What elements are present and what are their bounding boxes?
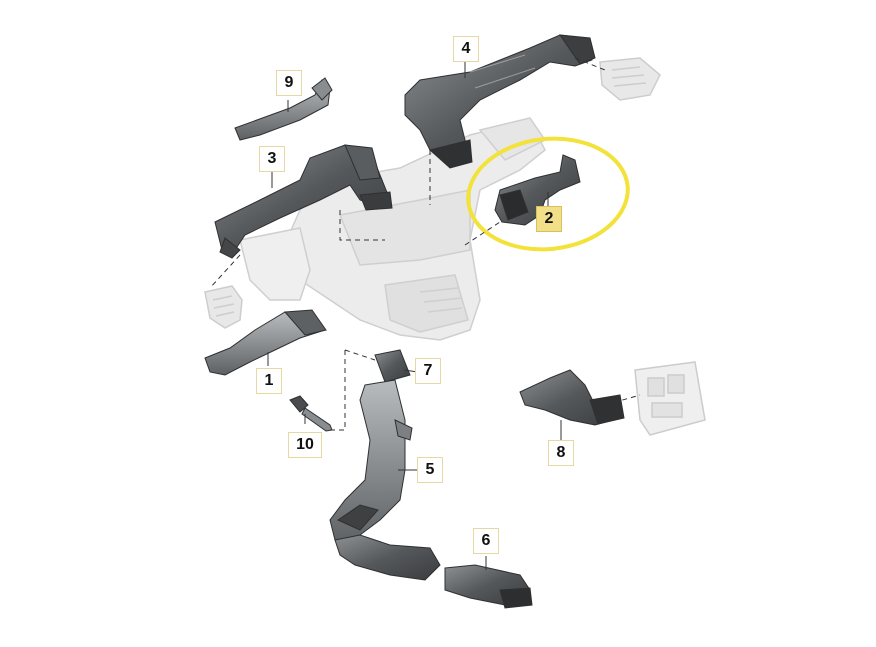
part-3-duct — [214, 144, 393, 259]
callout-3: 3 — [259, 146, 285, 172]
part-7-connector — [374, 349, 411, 383]
callout-7: 7 — [415, 358, 441, 384]
part-2-duct — [494, 154, 581, 226]
part-10-sensor — [289, 395, 333, 432]
part-5-duct — [329, 379, 413, 546]
callout-9: 9 — [276, 70, 302, 96]
part-8-duct — [519, 369, 625, 426]
callout-4: 4 — [453, 36, 479, 62]
callout-8: 8 — [548, 440, 574, 466]
part-1-duct — [204, 309, 327, 376]
part-9-duct — [234, 77, 333, 141]
callout-10: 10 — [288, 432, 322, 458]
callout-6: 6 — [473, 528, 499, 554]
callout-2: 2 — [536, 206, 562, 232]
callout-1: 1 — [256, 368, 282, 394]
assembly-lines — [209, 57, 641, 431]
callout-5: 5 — [417, 457, 443, 483]
leader-lines — [267, 62, 562, 570]
highlight-ellipse — [466, 136, 630, 252]
part-4-duct — [404, 34, 596, 169]
vent-ghost-right — [599, 57, 661, 101]
vent-ghost-panel — [634, 361, 706, 436]
hvac-housing-ghost — [239, 117, 547, 341]
vent-ghost-left — [204, 285, 243, 329]
part-6-duct — [334, 534, 533, 609]
